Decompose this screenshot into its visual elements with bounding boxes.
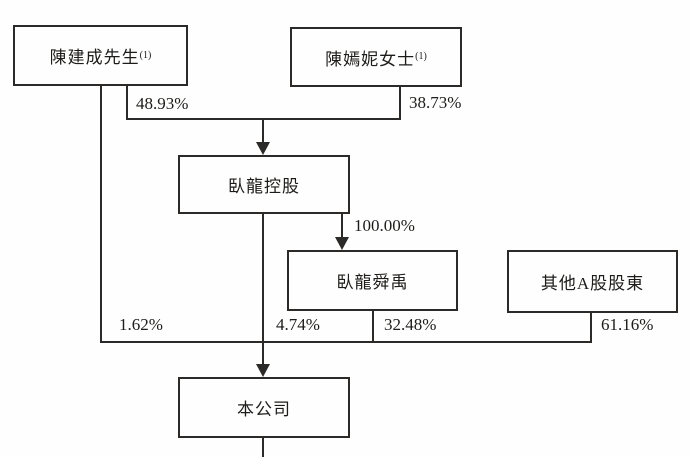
ownership-pct-chen-yanni-holdings: 38.73%	[409, 93, 462, 112]
node-other-a-shareholders: 其他A股股東	[507, 250, 678, 313]
arrowhead-into-wolong-holdings	[256, 142, 270, 155]
ownership-pct-shunyu-company: 32.48%	[384, 315, 437, 334]
footnote-marker: (1)	[415, 51, 427, 62]
arrowhead-into-the-company	[256, 364, 270, 377]
line-other-to-collector	[590, 313, 592, 342]
line-company-tail	[262, 438, 264, 457]
line-bottom-collector	[100, 341, 592, 343]
node-label: 其他A股股東	[540, 274, 645, 293]
arrowhead-into-wolong-shunyu	[335, 237, 349, 250]
ownership-pct-holdings-shunyu: 100.00%	[354, 216, 415, 235]
line-shunyu-to-collector	[372, 311, 374, 342]
footnote-marker: (1)	[139, 49, 152, 61]
node-label: 陳嫣妮女士	[325, 49, 416, 69]
ownership-pct-chen-jiancheng-company: 1.62%	[119, 315, 163, 334]
node-label: 本公司	[237, 400, 291, 419]
line-holdings-to-shunyu	[341, 214, 343, 240]
line-holdings-to-company	[262, 214, 264, 366]
node-the-company: 本公司	[178, 377, 350, 438]
ownership-pct-holdings-company: 4.74%	[276, 315, 320, 334]
line-chen-yanni-to-connector	[399, 87, 401, 120]
node-chen-yanni: 陳嫣妮女士(1)	[290, 27, 462, 87]
node-wolong-shunyu: 臥龍舜禹	[287, 250, 458, 311]
node-chen-jiancheng: 陳建成先生(1)	[13, 25, 188, 86]
node-label: 臥龍舜禹	[336, 273, 409, 292]
node-wolong-holdings: 臥龍控股	[178, 155, 350, 214]
node-label: 臥龍控股	[228, 177, 300, 196]
ownership-pct-chen-jiancheng-holdings: 48.93%	[136, 94, 189, 113]
line-connector-to-holdings	[262, 118, 264, 146]
ownership-pct-other-company: 61.16%	[601, 315, 654, 334]
line-chen-jiancheng-to-company	[100, 86, 102, 343]
line-chen-jiancheng-to-connector	[126, 86, 128, 120]
node-label: 陳建成先生	[49, 48, 140, 67]
